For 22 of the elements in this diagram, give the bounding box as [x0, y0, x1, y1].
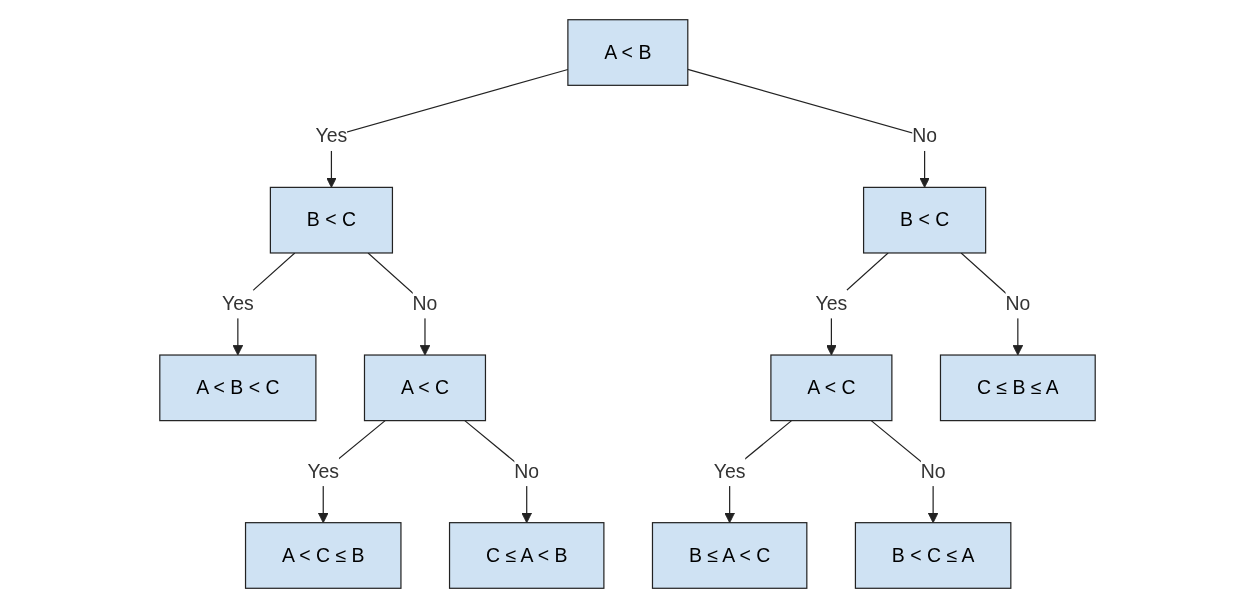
edge-label: Yes	[713, 460, 746, 482]
edge-label: Yes	[815, 293, 848, 314]
node-box: A < C ≤ B	[244, 522, 402, 589]
node-box: C ≤ A < B	[448, 522, 605, 589]
node-box: B < C ≤ A	[854, 522, 1012, 589]
node-box: B < C	[862, 186, 987, 254]
node-box: A < B < C	[159, 354, 317, 422]
node-box: C ≤ B ≤ A	[939, 354, 1096, 422]
edge-label: No	[514, 460, 540, 482]
edge-label: No	[412, 293, 438, 314]
edge-label: No	[1005, 293, 1031, 314]
edge-label: No	[920, 460, 946, 482]
node-box: A < B	[567, 19, 689, 86]
edge-label: Yes	[221, 293, 254, 314]
node-box: A < C	[770, 354, 893, 422]
edge-label: Yes	[315, 125, 348, 147]
node-box: B ≤ A < C	[651, 522, 808, 589]
node-box: B < C	[269, 186, 394, 254]
node-box: A < C	[363, 354, 487, 422]
edge-label: Yes	[307, 460, 340, 482]
edge-label: No	[912, 125, 938, 147]
arrow	[687, 68, 930, 188]
